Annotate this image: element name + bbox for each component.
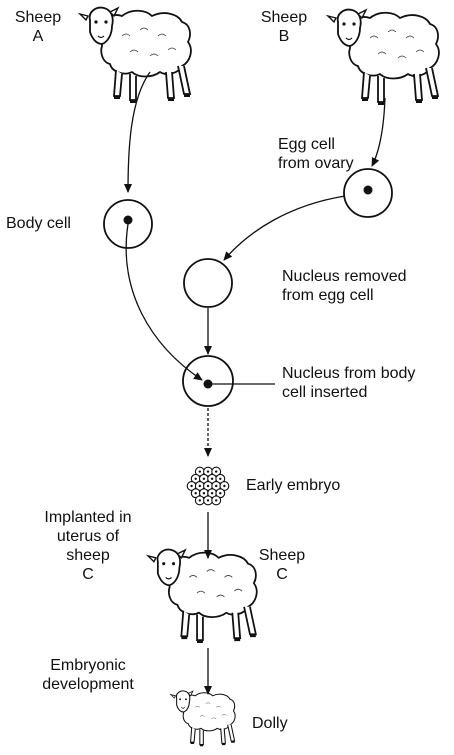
embryo-cell-nucleus	[219, 478, 221, 480]
label-implanted-line3: sheep	[28, 546, 148, 565]
enucleated-egg-cell	[184, 259, 232, 307]
embryo-cell-nucleus	[199, 470, 201, 472]
label-implanted: Implanted in uterus of sheep C	[28, 508, 148, 584]
embryo-cell-nucleus	[203, 478, 205, 480]
label-nucleus-inserted-line2: cell inserted	[282, 383, 415, 402]
label-embryonic-line2: development	[26, 675, 150, 694]
label-nucleus-removed-line1: Nucleus removed	[282, 267, 407, 286]
label-body-cell-text: Body cell	[6, 214, 71, 233]
embryo-cell-nucleus	[195, 478, 197, 480]
arrow-egg-to-enucleated	[224, 196, 345, 260]
label-implanted-line2: uterus of	[28, 527, 148, 546]
label-sheep-a-line1: Sheep	[10, 8, 66, 27]
embryo-cell-nucleus	[199, 499, 201, 501]
egg-cell	[344, 169, 392, 217]
label-nucleus-removed-line2: from egg cell	[282, 286, 407, 305]
label-early-embryo: Early embryo	[246, 476, 340, 495]
dolly-illustration	[171, 691, 235, 746]
embryo-cell-nucleus	[195, 492, 197, 494]
embryo-cell-nucleus	[215, 499, 217, 501]
fused-cell	[183, 356, 233, 406]
label-sheep-b-line1: Sheep	[256, 8, 312, 27]
label-sheep-c: Sheep C	[254, 546, 310, 584]
label-implanted-line4: C	[28, 565, 148, 584]
embryo-cell-nucleus	[211, 492, 213, 494]
embryo-cell-nucleus	[190, 485, 192, 487]
embryo-cell-nucleus	[211, 478, 213, 480]
label-early-embryo-text: Early embryo	[246, 476, 340, 495]
label-egg-cell-line2: from ovary	[278, 154, 354, 173]
embryo-cell-nucleus	[199, 485, 201, 487]
embryo-cell-nucleus	[223, 485, 225, 487]
label-embryonic-development: Embryonic development	[26, 656, 150, 694]
label-implanted-line1: Implanted in	[28, 508, 148, 527]
label-dolly-text: Dolly	[252, 714, 288, 733]
label-body-cell: Body cell	[6, 214, 71, 233]
label-embryonic-line1: Embryonic	[26, 656, 150, 675]
embryo-cell-nucleus	[215, 470, 217, 472]
embryo-cell-nucleus	[207, 485, 209, 487]
embryo-cell-nucleus	[203, 492, 205, 494]
label-nucleus-removed: Nucleus removed from egg cell	[282, 267, 407, 305]
embryo-cell-nucleus	[219, 492, 221, 494]
label-sheep-a: Sheep A	[10, 8, 66, 46]
label-nucleus-inserted: Nucleus from body cell inserted	[282, 364, 415, 402]
label-sheep-c-line1: Sheep	[254, 546, 310, 565]
sheep-c-illustration	[148, 550, 257, 643]
label-egg-cell-line1: Egg cell	[278, 135, 354, 154]
label-nucleus-inserted-line1: Nucleus from body	[282, 364, 415, 383]
label-egg-cell: Egg cell from ovary	[278, 135, 354, 173]
arrow-sheep-b-to-egg-cell	[372, 98, 385, 166]
label-dolly: Dolly	[252, 714, 288, 733]
sheep-a-illustration	[80, 8, 191, 103]
label-sheep-b-line2: B	[256, 27, 312, 46]
label-sheep-c-line2: C	[254, 565, 310, 584]
arrow-body-cell-to-fused	[126, 224, 202, 380]
label-sheep-b: Sheep B	[256, 8, 312, 46]
embryo-cell-nucleus	[207, 470, 209, 472]
label-sheep-a-line2: A	[10, 27, 66, 46]
embryo-cell-nucleus	[215, 485, 217, 487]
embryo-cell-nucleus	[207, 499, 209, 501]
early-embryo-cluster	[187, 467, 229, 505]
sheep-b-illustration	[328, 10, 439, 105]
